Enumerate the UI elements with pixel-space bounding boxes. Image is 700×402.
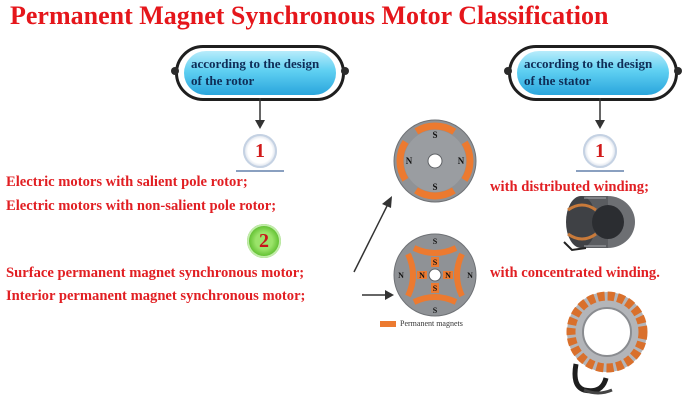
pole-label: N (467, 271, 473, 280)
stator-item-distributed: with distributed winding; (490, 179, 649, 195)
pole-label: S (433, 258, 438, 267)
rotor-down-arrow (255, 98, 265, 129)
stator-item-concentrated: with concentrated winding. (490, 265, 660, 281)
pole-label: S (433, 284, 438, 293)
rotor-item-surface-pm: Surface permanent magnet synchronous mot… (6, 265, 305, 281)
connector-dot (504, 67, 512, 75)
number-badge-1-stator: 1 (583, 134, 617, 168)
rotor-design-label: according to the design of the rotor (191, 56, 320, 88)
pole-label: S (433, 306, 438, 315)
surface-pm-rotor-diagram: S N N S (393, 119, 477, 203)
rotor-item-salient: Electric motors with salient pole rotor; (6, 174, 248, 190)
pole-label: S (432, 130, 437, 140)
concentrated-winding-stator-image (566, 291, 648, 395)
pole-label: N (445, 271, 451, 280)
pole-label: S (432, 182, 437, 192)
connector-dot (341, 67, 349, 75)
number-badge-1: 1 (243, 134, 277, 168)
page-title: Permanent Magnet Synchronous Motor Class… (10, 1, 609, 30)
pole-label: S (433, 237, 438, 246)
pole-label: N (406, 156, 413, 166)
rotor-design-box: according to the design of the rotor (171, 45, 349, 101)
stator-design-label: according to the design of the stator (524, 56, 653, 88)
badge-underline (236, 170, 284, 172)
pole-label: N (458, 156, 465, 166)
interior-pm-rotor-diagram: S S N N S S N N (393, 233, 477, 317)
pole-label: N (419, 271, 425, 280)
permanent-magnet-swatch (380, 321, 396, 327)
number-badge-2: 2 (247, 224, 281, 258)
arrows-to-motors (353, 196, 394, 300)
stator-down-arrow (595, 98, 605, 129)
legend-label: Permanent magnets (400, 319, 463, 328)
stator-design-box: according to the design of the stator (504, 45, 682, 101)
distributed-winding-stator-image (563, 196, 635, 252)
connector-dot (674, 67, 682, 75)
badge-underline (576, 170, 624, 172)
rotor-item-interior-pm: Interior permanent magnet synchronous mo… (6, 288, 306, 304)
pole-label: N (398, 271, 404, 280)
connector-dot (171, 67, 179, 75)
rotor-item-non-salient: Electric motors with non-salient pole ro… (6, 198, 277, 214)
